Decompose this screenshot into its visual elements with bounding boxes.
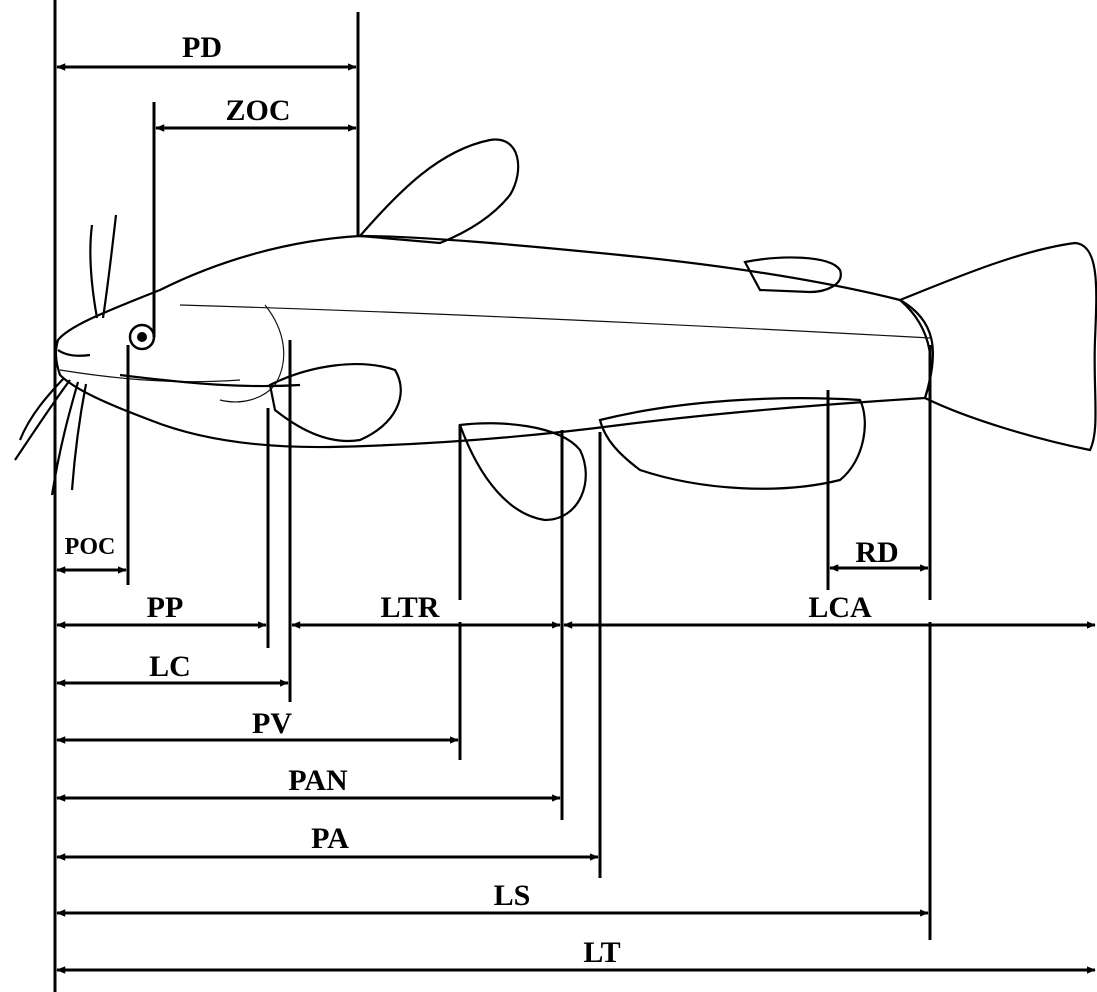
label-lt: LT [583, 936, 620, 969]
label-lc: LC [149, 650, 191, 683]
fish-body [56, 236, 933, 447]
label-pan: PAN [288, 764, 348, 797]
dorsal-fin [360, 140, 518, 243]
label-ls: LS [494, 879, 531, 912]
dimension-arrows [57, 67, 1095, 970]
label-pa: PA [311, 822, 349, 855]
label-poc: POC [65, 534, 116, 560]
adipose-fin [745, 257, 841, 292]
label-pd: PD [182, 31, 222, 64]
fish-eye [130, 325, 154, 349]
label-ltr: LTR [381, 591, 440, 624]
catfish-illustration [15, 140, 1096, 520]
label-pp: PP [147, 591, 184, 624]
label-lca: LCA [808, 591, 872, 624]
pelvic-fin [460, 423, 586, 520]
reference-lines [55, 0, 930, 992]
label-backgrounds [435, 600, 955, 622]
label-rd: RD [855, 536, 898, 569]
label-pv: PV [252, 707, 292, 740]
dimension-labels: PD ZOC POC RD PP LTR LCA LC PV PAN PA LS… [65, 31, 899, 969]
label-zoc: ZOC [225, 94, 290, 127]
